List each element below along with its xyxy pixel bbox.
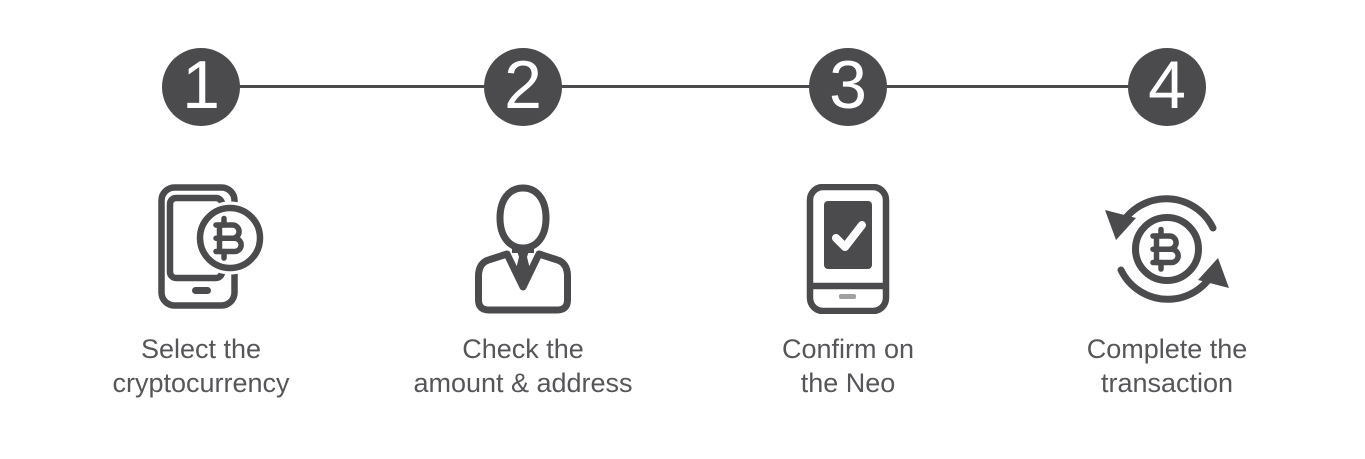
step-connector-line [203, 85, 1171, 88]
step-4-label-line2: transaction [1100, 367, 1234, 398]
step-1-column: 1 [41, 0, 361, 459]
step-3-label-line2: the Neo [800, 367, 896, 398]
step-3-label: Confirm on the Neo [688, 333, 1008, 400]
step-2-number: 2 [504, 47, 542, 123]
step-1-label-line2: cryptocurrency [112, 367, 290, 398]
step-1-label: Select the cryptocurrency [41, 333, 361, 400]
step-1-circle: 1 [162, 48, 240, 126]
step-3-label-line1: Confirm on [781, 334, 915, 364]
step-4-circle: 4 [1128, 48, 1206, 126]
step-2-circle: 2 [484, 48, 562, 126]
step-2-label: Check the amount & address [363, 333, 683, 400]
step-4-label-line1: Complete the [1086, 334, 1248, 364]
device-checkmark-icon [782, 183, 914, 315]
bitcoin-cycle-icon [1101, 183, 1233, 315]
step-4-column: 4 Comp [1007, 0, 1327, 459]
step-1-label-line1: Select the [140, 334, 262, 364]
step-2-label-line2: amount & address [413, 367, 633, 398]
step-2-column: 2 Check the amount & address [363, 0, 683, 459]
step-3-column: 3 Confirm on the Neo [688, 0, 1008, 459]
step-4-label: Complete the transaction [1007, 333, 1327, 400]
step-1-number: 1 [182, 47, 220, 123]
person-icon [457, 183, 589, 315]
step-2-label-line1: Check the [462, 334, 584, 364]
step-3-number: 3 [829, 47, 867, 123]
smartphone-bitcoin-icon [143, 183, 275, 315]
step-3-circle: 3 [809, 48, 887, 126]
step-4-number: 4 [1148, 47, 1186, 123]
